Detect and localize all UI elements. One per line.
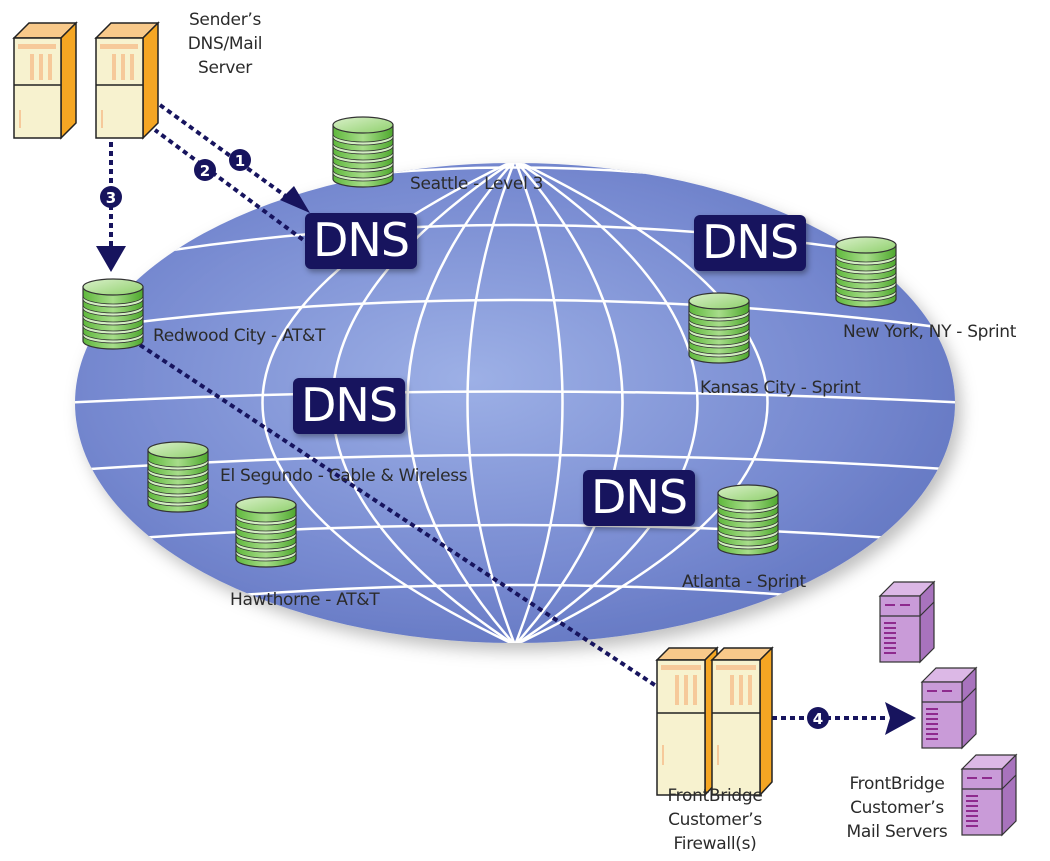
- database-icon-elsegundo: [147, 441, 209, 513]
- database-icon-newyork: [835, 236, 897, 308]
- longitude-line: [406, 163, 516, 643]
- sender-label-line: Server: [198, 58, 252, 78]
- step-3-number: 3: [106, 189, 116, 207]
- datacenter-label-newyork: New York, NY - Sprint: [843, 322, 1017, 342]
- arrowhead-step-1: [280, 186, 310, 213]
- database-icon-seattle: [332, 116, 394, 188]
- database-icon-atlanta: [717, 484, 779, 556]
- step-2-marker: [194, 159, 216, 181]
- dns-badge-south: DNS: [583, 470, 696, 526]
- firewall-server-icon: [655, 646, 774, 797]
- mail-server-icon: [960, 753, 1018, 837]
- dns-badge-seattle: DNS: [305, 213, 418, 269]
- arrowhead-step-4: [885, 702, 916, 735]
- datacenter-label-elsegundo: El Segundo - Cable & Wireless: [220, 466, 468, 486]
- datacenter-label-seattle: Seattle - Level 3: [410, 174, 544, 194]
- firewall-label: FrontBridge Customer’s Firewall(s): [650, 784, 780, 856]
- mail-server-icon: [878, 580, 936, 664]
- arrowhead-step-3: [96, 246, 126, 272]
- database-icon-redwood: [82, 278, 144, 350]
- mail-servers-label: FrontBridge Customer’s Mail Servers: [832, 772, 962, 844]
- globe-body: [75, 163, 955, 643]
- longitude-line: [513, 163, 564, 643]
- sender-label-line: Sender’s: [188, 10, 262, 30]
- firewall-label-line: Firewall(s): [673, 834, 757, 854]
- datacenter-label-kansas: Kansas City - Sprint: [700, 378, 861, 398]
- arrow-step-1: [158, 103, 300, 207]
- arrow-redwood-to-firewall: [138, 343, 687, 707]
- datacenter-label-redwood: Redwood City - AT&T: [153, 326, 326, 346]
- globe-grid: [75, 163, 955, 643]
- mail-servers-label-line: FrontBridge: [849, 774, 945, 794]
- database-icon-hawthorne: [235, 496, 297, 568]
- mail-servers-label-line: Mail Servers: [846, 822, 948, 842]
- sender-label: Sender’s DNS/Mail Server: [170, 8, 280, 80]
- step-4-number: 4: [813, 710, 823, 728]
- latitude-line: [179, 583, 851, 602]
- datacenter-label-hawthorne: Hawthorne - AT&T: [230, 590, 380, 610]
- firewall-label-line: FrontBridge: [667, 786, 763, 806]
- latitude-line: [109, 523, 921, 542]
- mail-server-icon: [920, 666, 978, 750]
- longitude-line: [466, 163, 517, 643]
- dns-badge-central: DNS: [293, 378, 406, 434]
- step-2-number: 2: [200, 162, 210, 180]
- step-1-number: 1: [235, 152, 245, 170]
- longitude-line: [514, 163, 769, 643]
- latitude-line: [75, 390, 955, 405]
- firewall-label-line: Customer’s: [668, 810, 762, 830]
- longitude-line: [514, 163, 624, 643]
- step-3-marker: [100, 186, 122, 208]
- dns-badge-east: DNS: [694, 215, 807, 271]
- mail-servers: [878, 580, 1018, 837]
- mail-servers-label-line: Customer’s: [850, 798, 944, 818]
- sender-server-icon: [12, 21, 160, 140]
- step-1-marker: [229, 149, 251, 171]
- globe: [75, 163, 955, 643]
- step-4-marker: [807, 707, 829, 729]
- datacenter-label-atlanta: Atlanta - Sprint: [682, 572, 806, 592]
- longitude-line: [514, 163, 699, 643]
- latitude-line: [75, 298, 955, 332]
- database-icon-kansas: [688, 292, 750, 364]
- sender-label-line: DNS/Mail: [187, 34, 263, 54]
- datacenters: [82, 116, 897, 568]
- step-markers: 1 2 3 4: [100, 149, 829, 729]
